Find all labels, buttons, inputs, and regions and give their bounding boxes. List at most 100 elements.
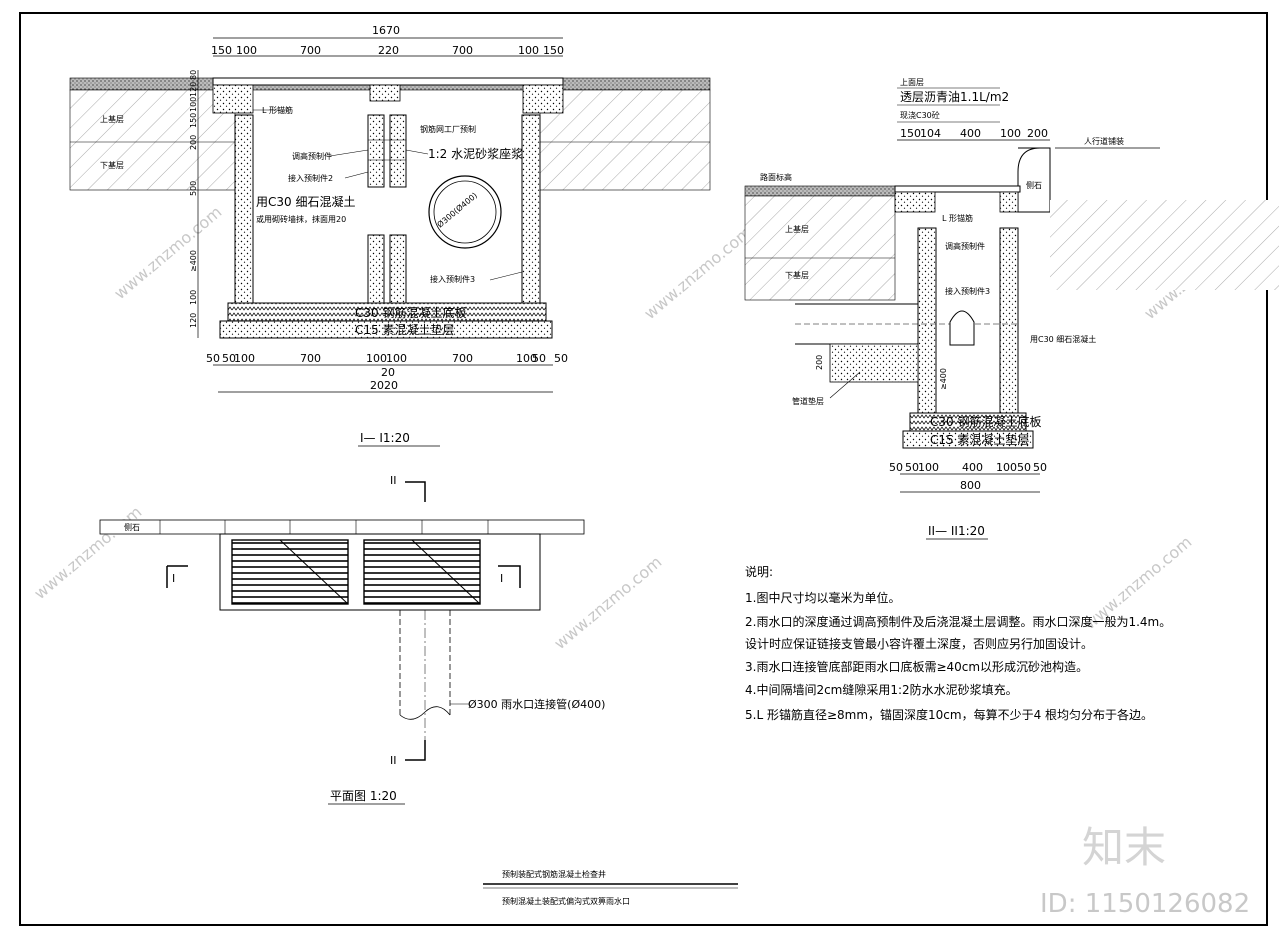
bottom-dim: 50 <box>206 352 220 365</box>
curb-stone <box>1017 147 1051 213</box>
s2-base-c30: C30 钢筋混凝土底板 <box>930 414 1041 429</box>
section-1-1: 上基层 下基层 Ø300(Ø400) C30 钢筋混凝土底板 C15 素混凝土垫… <box>69 24 711 447</box>
wall-right <box>521 114 541 304</box>
s2-bottom-total: 800 <box>960 479 981 492</box>
insert3-label: 接入预制件3 <box>430 274 475 284</box>
rebar-label: 钢筋网工厂预制 <box>420 124 476 134</box>
top-dim: 220 <box>378 44 399 57</box>
grate-top <box>212 77 564 86</box>
top-dim: 100 <box>236 44 257 57</box>
left-dim: 100 <box>189 290 198 305</box>
bottom-dimensions: 50 50 100 700 100 100 700 100 50 50 20 2… <box>206 352 568 393</box>
wall-left <box>234 114 254 304</box>
mortar-label: 1:2 水泥砂浆座浆 <box>428 146 523 161</box>
s2-layer-bottom: 下基层 <box>785 270 809 280</box>
s2-coat-label: 透层沥青油1.1L/m2 <box>900 90 1009 104</box>
left-dim: 200 <box>189 135 198 150</box>
plan-cut-left: I <box>172 572 175 585</box>
section-1-title: I— I1:20 <box>360 431 410 445</box>
brick-label: 或用砌砖墙抹，抹面用20 <box>256 214 346 224</box>
s2-bottom-dim: 100 <box>918 461 939 474</box>
plan-cut-bottom: II <box>390 754 397 767</box>
plan-title: 平面图 1:20 <box>330 789 397 803</box>
s2-wall-left <box>917 227 937 414</box>
base-layer-left <box>69 89 236 191</box>
top-dimensions: 1670 150 100 700 220 700 100 150 <box>211 24 564 57</box>
pipe-cushion-label: 管道垫层 <box>792 396 824 406</box>
s2-top-dim: 200 <box>1027 127 1048 140</box>
base-c30-label: C30 钢筋混凝土底板 <box>355 305 466 320</box>
section-2-2: 上面层 透层沥青油1.1L/m2 现浇C30砼 150 104 400 100 … <box>744 78 1279 540</box>
sidewalk-label: 人行道铺装 <box>1084 136 1124 146</box>
s2-bottom-dim: 100 <box>996 461 1017 474</box>
left-dim: 150 <box>189 113 198 128</box>
s2-bottom-dim: 50 <box>905 461 919 474</box>
left-dimensions: 80 120 100 150 200 500 ≥400 100 120 <box>189 70 199 338</box>
c30-fill-label: 用C30 细石混凝土 <box>256 194 355 209</box>
top-dim: 150 <box>211 44 232 57</box>
plan-pipe-label: Ø300 雨水口连接管(Ø400) <box>468 697 605 711</box>
s2-top-dim: 150 <box>900 127 921 140</box>
insert2-label: 接入预制件2 <box>288 173 333 183</box>
bottom-dim: 100 <box>516 352 537 365</box>
top-total-dim: 1670 <box>372 24 400 37</box>
s2-top-dim: 100 <box>1000 127 1021 140</box>
s2-bottom-dim: 50 <box>1017 461 1031 474</box>
s2-l-anchor: L 形锚筋 <box>942 213 973 223</box>
left-dim: 120 <box>189 313 198 328</box>
base-c15-slab <box>219 320 553 339</box>
pipe-diameter-label: Ø300(Ø400) <box>435 190 479 229</box>
bottom-mid-dim: 20 <box>381 366 395 379</box>
s2-layer-top: 上基层 <box>785 224 809 234</box>
notes-block: 说明: 1.图中尺寸均以毫米为单位。 2.雨水口的深度通过调高预制件及后浇混凝土… <box>745 564 1171 722</box>
notes-heading: 说明: <box>745 564 773 579</box>
bottom-dim: 50 <box>222 352 236 365</box>
left-dim: 500 <box>189 181 198 196</box>
left-dim: 80 <box>189 70 198 80</box>
top-dim: 700 <box>300 44 321 57</box>
base-layer-right <box>539 89 711 191</box>
s2-bottom-dim: 400 <box>962 461 983 474</box>
bottom-dim: 50 <box>554 352 568 365</box>
s2-adjust: 调高预制件 <box>945 241 985 251</box>
pipe-opening: Ø300(Ø400) <box>428 175 502 249</box>
title-line-2: 预制混凝土装配式偏沟式双箅雨水口 <box>502 896 630 906</box>
section-2-title: II— II1:20 <box>928 524 985 538</box>
title-line-1: 预制装配式钢筋混凝土检查井 <box>502 869 606 879</box>
top-dim: 100 <box>518 44 539 57</box>
s2-road-label: 路面标高 <box>760 172 792 182</box>
note-line: 4.中间隔墙间2cm缝隙采用1:2防水水泥砂浆填充。 <box>745 682 1018 697</box>
note-line: 3.雨水口连接管底部距雨水口底板需≥40cm以形成沉砂池构造。 <box>745 659 1088 674</box>
top-dim: 700 <box>452 44 473 57</box>
note-line: 5.L 形锚筋直径≥8mm，锚固深度10cm，每算不少于4 根均匀分布于各边。 <box>745 707 1153 722</box>
layer-top-label: 上基层 <box>100 114 124 124</box>
note-line: 1.图中尺寸均以毫米为单位。 <box>745 590 900 605</box>
s2-c30-label: 现浇C30砼 <box>900 110 940 120</box>
plan-cut-right: I <box>500 572 503 585</box>
s2-c30-fill: 用C30 细石混凝土 <box>1030 334 1096 344</box>
wall-mid-right-upper <box>389 114 407 188</box>
s2-base-c15: C15 素混凝土垫层 <box>930 432 1029 447</box>
s2-dim-400: ≥400 <box>939 368 948 390</box>
bottom-dim: 700 <box>452 352 473 365</box>
adjust-label: 调高预制件 <box>292 151 332 161</box>
watermark-site: www.znzmo.com <box>640 222 755 323</box>
s2-top-dim: 400 <box>960 127 981 140</box>
bottom-dim: 100 <box>366 352 387 365</box>
s2-insert3: 接入预制件3 <box>945 286 990 296</box>
top-dim: 150 <box>543 44 564 57</box>
curb-strip <box>99 519 585 535</box>
base-c15-label: C15 素混凝土垫层 <box>355 322 454 337</box>
grate-left <box>231 539 349 605</box>
s2-bottom-dim: 50 <box>1033 461 1047 474</box>
sheet-frame <box>19 12 1268 926</box>
bottom-total-dim: 2020 <box>370 379 398 392</box>
curb-label: 侧石 <box>1026 180 1042 190</box>
bottom-dim: 700 <box>300 352 321 365</box>
pipe-cushion <box>829 343 919 383</box>
left-dim: ≥400 <box>189 250 198 272</box>
left-dim: 120 <box>189 82 198 97</box>
s2-wall-right <box>999 227 1019 414</box>
bottom-dim: 100 <box>386 352 407 365</box>
